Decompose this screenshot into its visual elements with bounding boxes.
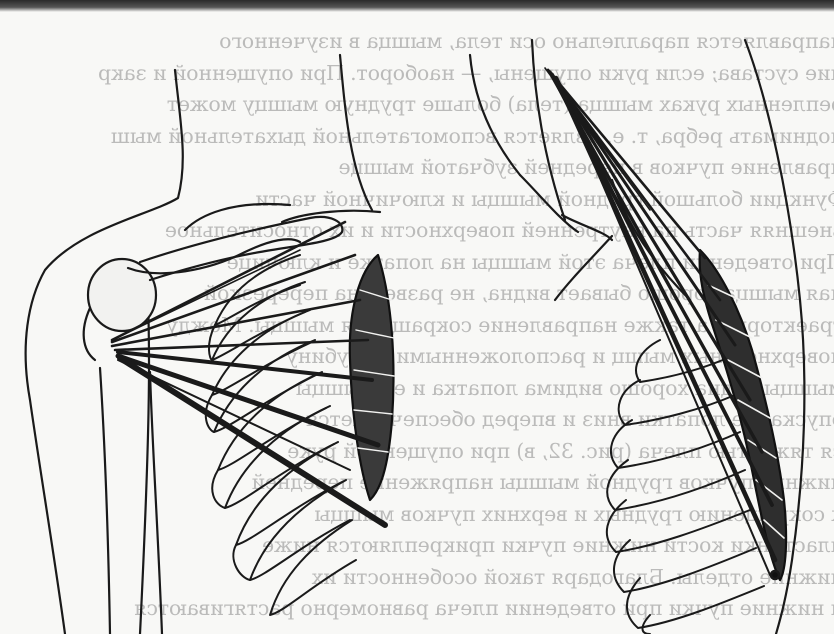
left-figure-torso-outline <box>26 55 372 634</box>
right-figure-body-outline <box>470 40 804 634</box>
left-figure-pectoralis-muscle-lines <box>112 222 385 525</box>
left-figure-ribs <box>206 255 356 615</box>
left-figure-humerus <box>84 259 162 634</box>
scan-top-edge <box>0 0 834 12</box>
